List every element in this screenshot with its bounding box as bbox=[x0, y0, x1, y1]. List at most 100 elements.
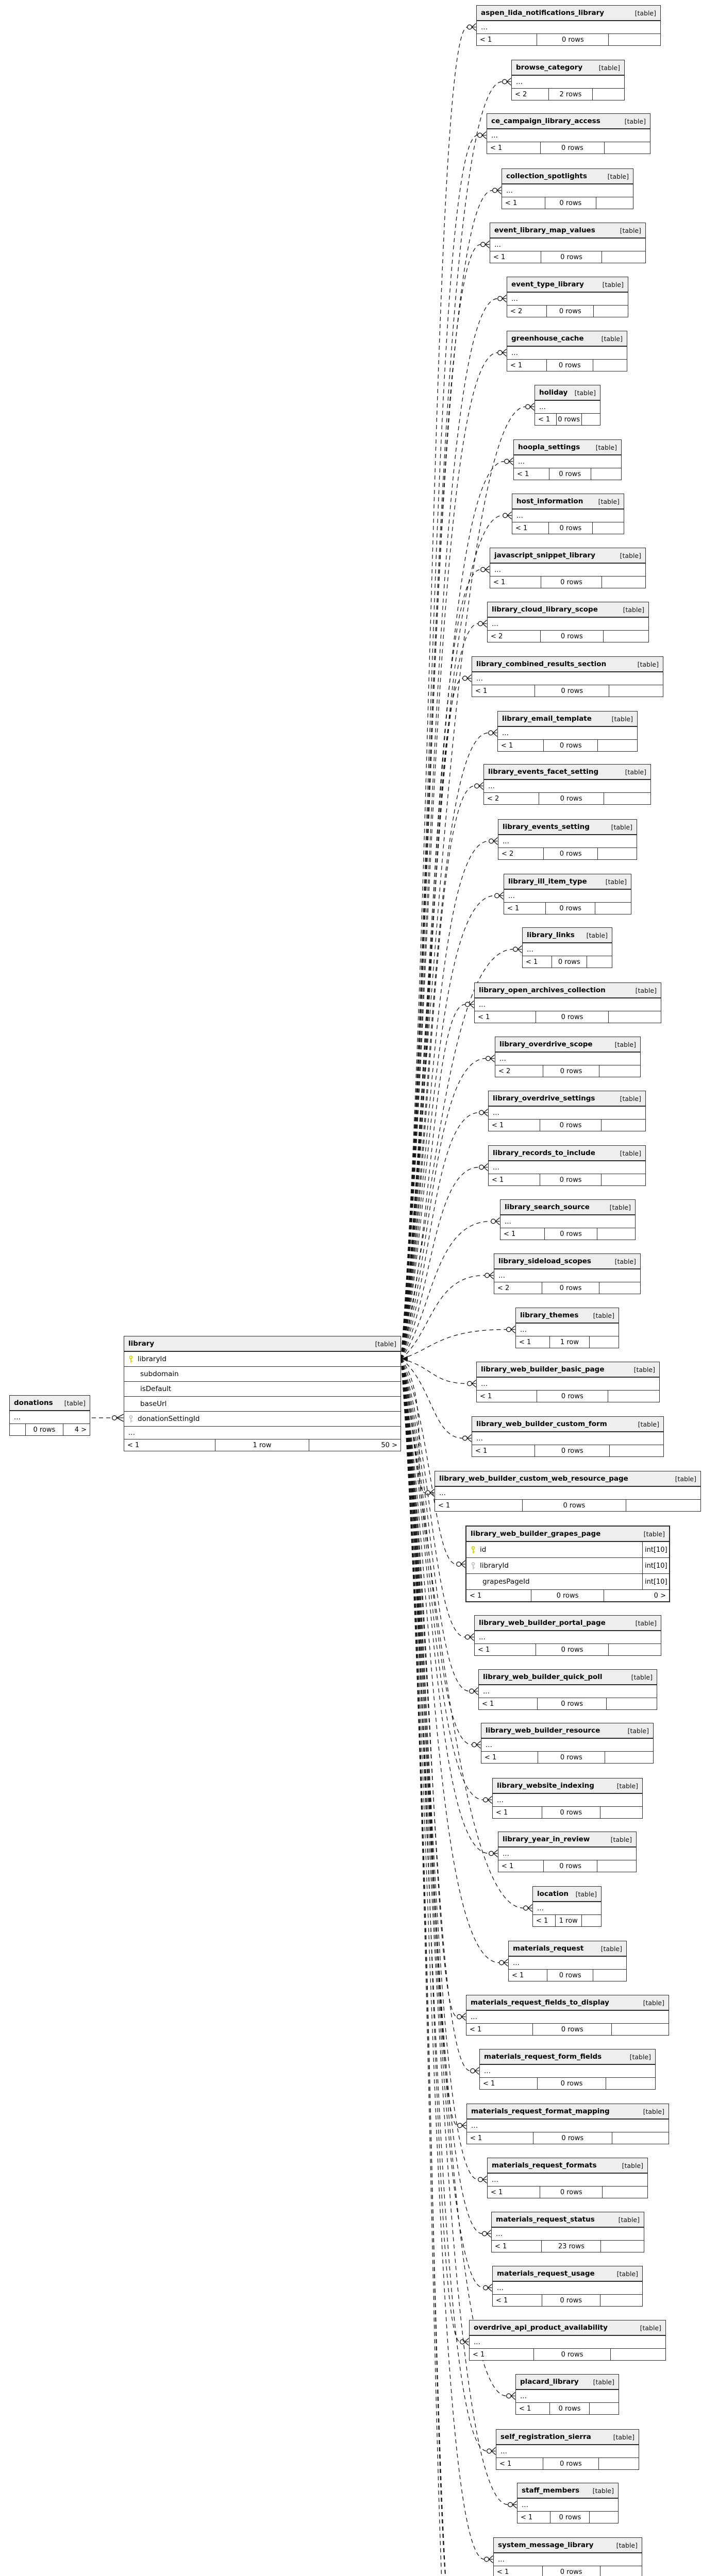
table-library_open_archives_collection[interactable]: library_open_archives_collection[table].… bbox=[474, 982, 661, 1023]
footer-parents-count: < 1 bbox=[490, 577, 542, 588]
table-library_web_builder_custom_web_resource_page[interactable]: library_web_builder_custom_web_resource_… bbox=[435, 1471, 701, 1512]
crows-foot-symbol bbox=[471, 23, 476, 31]
footer-row-count: 0 rows bbox=[544, 1860, 598, 1872]
table-header: library[table] bbox=[124, 1336, 400, 1352]
collapsed-columns-ellipsis: ... bbox=[494, 2553, 642, 2566]
fk-connector-line bbox=[400, 1358, 467, 1384]
table-title: materials_request_formats bbox=[492, 2161, 597, 2170]
table-library_web_builder_quick_poll[interactable]: library_web_builder_quick_poll[table]...… bbox=[478, 1669, 657, 1710]
zero-or-one-symbol bbox=[506, 1327, 511, 1332]
table-header: aspen_lida_notifications_library[table] bbox=[477, 6, 660, 21]
footer-parents-count: < 1 bbox=[481, 1752, 538, 1763]
table-overdrive_api_product_availability[interactable]: overdrive_api_product_availability[table… bbox=[469, 2320, 666, 2361]
table-materials_request_form_fields[interactable]: materials_request_form_fields[table]...<… bbox=[479, 2049, 656, 2090]
collapsed-columns-ellipsis: ... bbox=[472, 1432, 663, 1445]
table-materials_request_format_mapping[interactable]: materials_request_format_mapping[table].… bbox=[466, 2104, 669, 2144]
footer-row-count: 0 rows bbox=[546, 903, 596, 914]
fk-connector-line bbox=[400, 1359, 472, 1745]
footer-row-count: 0 rows bbox=[543, 2566, 600, 2576]
table-title: javascript_snippet_library bbox=[494, 551, 595, 560]
fk-connector-line bbox=[400, 26, 467, 1359]
table-aspen_lida_notifications_library[interactable]: aspen_lida_notifications_library[table].… bbox=[476, 5, 661, 46]
crows-foot-symbol bbox=[461, 2122, 466, 2129]
column-name: libraryId bbox=[480, 1562, 509, 1570]
table-tag: [table] bbox=[607, 172, 629, 180]
table-header: materials_request_formats[table] bbox=[488, 2158, 647, 2174]
footer-row-count: 0 rows bbox=[533, 2024, 612, 2035]
column-row: baseUrl bbox=[124, 1397, 400, 1412]
table-title: library_web_builder_grapes_page bbox=[471, 1530, 601, 1538]
column-row: libraryId bbox=[124, 1352, 400, 1367]
column-name: subdomain bbox=[140, 1370, 179, 1378]
table-materials_request_fields_to_display[interactable]: materials_request_fields_to_display[tabl… bbox=[466, 1995, 669, 2036]
table-library_web_builder_custom_form[interactable]: library_web_builder_custom_form[table]..… bbox=[472, 1416, 664, 1457]
fk-connector-line bbox=[400, 677, 463, 1359]
collapsed-columns-ellipsis: ... bbox=[496, 2445, 639, 2458]
footer-children-count bbox=[594, 306, 628, 317]
table-library_cloud_library_scope[interactable]: library_cloud_library_scope[table]...< 2… bbox=[487, 602, 649, 642]
table-library_combined_results_section[interactable]: library_combined_results_section[table].… bbox=[472, 656, 663, 697]
crows-foot-symbol bbox=[489, 1272, 494, 1279]
zero-or-one-symbol bbox=[525, 404, 530, 410]
crows-foot-symbol bbox=[492, 729, 497, 737]
table-library_web_builder_portal_page[interactable]: library_web_builder_portal_page[table]..… bbox=[474, 1615, 661, 1656]
table-library_events_facet_setting[interactable]: library_events_facet_setting[table]...< … bbox=[483, 764, 651, 805]
crows-foot-symbol bbox=[495, 1217, 500, 1225]
table-library_web_builder_grapes_page[interactable]: library_web_builder_grapes_page[table]id… bbox=[465, 1526, 670, 1602]
table-tag: [table] bbox=[643, 1998, 664, 2007]
table-title: greenhouse_cache bbox=[511, 334, 584, 343]
footer-row-count: 0 rows bbox=[535, 685, 610, 697]
table-library_web_builder_basic_page[interactable]: library_web_builder_basic_page[table]...… bbox=[476, 1362, 660, 1402]
column-type: int[10] bbox=[642, 1574, 669, 1589]
collapsed-columns-ellipsis: ... bbox=[484, 780, 650, 793]
table-library_web_builder_resource[interactable]: library_web_builder_resource[table]...< … bbox=[481, 1723, 654, 1764]
table-title: library_search_source bbox=[505, 1203, 590, 1211]
footer-children-count bbox=[590, 1336, 619, 1348]
crows-foot-symbol bbox=[490, 1055, 495, 1062]
collapsed-columns-ellipsis: ... bbox=[512, 76, 624, 89]
zero-or-one-symbol bbox=[470, 2068, 475, 2074]
footer-parents-count: < 1 bbox=[479, 1698, 538, 1709]
footer-children-count bbox=[609, 1011, 661, 1023]
collapsed-columns-ellipsis: ... bbox=[477, 1378, 659, 1391]
zero-or-one-symbol bbox=[480, 567, 486, 572]
